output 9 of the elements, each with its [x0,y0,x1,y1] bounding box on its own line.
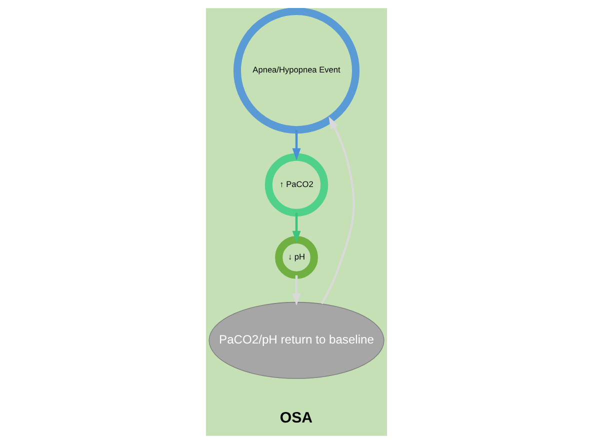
arrow [292,275,300,306]
label: OSA [279,409,312,426]
node-circle: ↑ PaCO2 [264,153,328,216]
arrow [292,212,300,243]
node-circle: Apnea/Hypopnea Event [232,8,360,134]
node-circle: ↓ pH [274,236,318,279]
node-ellipse: PaCO2/pH return to baseline [208,302,384,379]
arrow [320,116,354,304]
arrow [292,130,300,160]
